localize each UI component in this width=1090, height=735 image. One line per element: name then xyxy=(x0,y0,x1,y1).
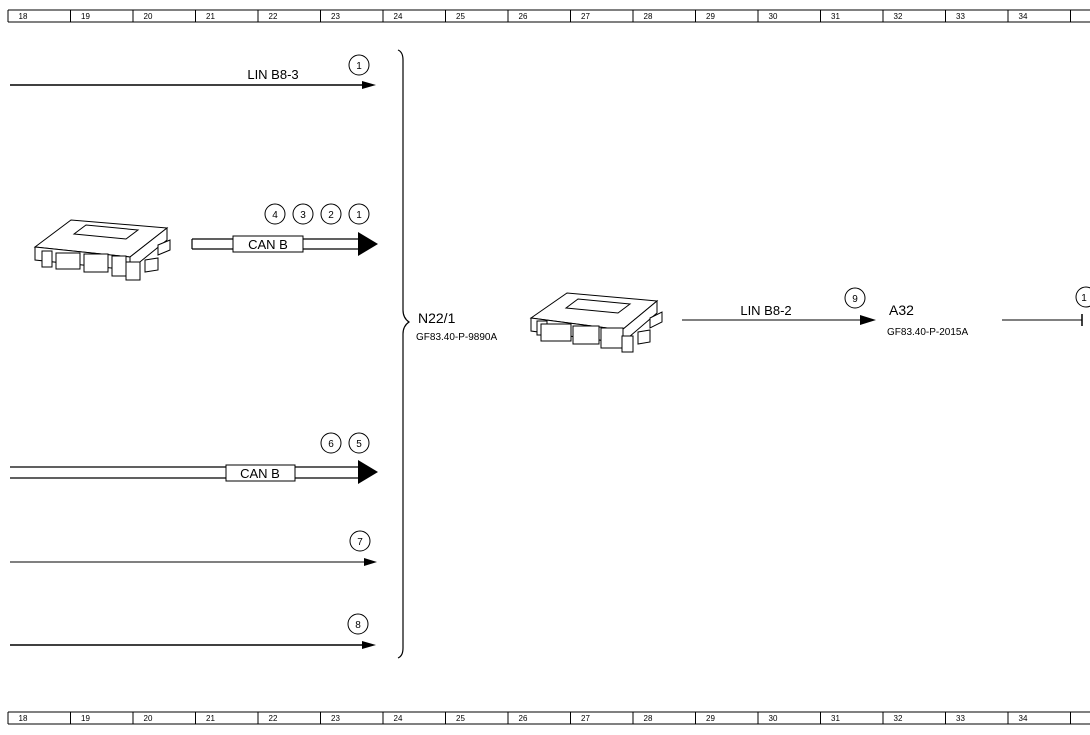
lin-b8-2-label: LIN B8-2 xyxy=(740,303,791,318)
marker-6: 6 xyxy=(328,439,334,450)
marker-edge: 1 xyxy=(1081,293,1087,304)
marker-circle xyxy=(1075,286,1090,308)
marker-circle xyxy=(348,203,370,225)
grouping-brace xyxy=(397,49,411,659)
control-module-left xyxy=(33,219,171,281)
bottom-ruler-column-label: 19 xyxy=(81,714,90,723)
bottom-ruler-column-label: 32 xyxy=(894,714,903,723)
line-8: 8 xyxy=(10,613,376,649)
marker-circle xyxy=(347,613,369,635)
bottom-ruler-column-label: 21 xyxy=(206,714,215,723)
can-b-lower-bus: CAN B 6 5 xyxy=(10,432,378,484)
edge-line: 1 xyxy=(1002,286,1090,326)
bottom-ruler-column-label: 30 xyxy=(769,714,778,723)
can-b-lower-box xyxy=(225,464,296,482)
top-ruler-column-label: 18 xyxy=(19,12,28,21)
bottom-ruler-column-label: 22 xyxy=(269,714,278,723)
top-ruler-column-label: 24 xyxy=(394,12,403,21)
line-7: 7 xyxy=(10,530,377,566)
bottom-ruler-column-label: 27 xyxy=(581,714,590,723)
marker-7: 7 xyxy=(357,537,363,548)
marker-circle xyxy=(320,203,342,225)
bottom-ruler-column-label: 18 xyxy=(19,714,28,723)
marker-circle xyxy=(349,530,371,552)
n22-1-id: N22/1 xyxy=(418,310,456,326)
marker-3: 3 xyxy=(300,210,306,221)
marker-8: 8 xyxy=(355,620,361,631)
can-b-upper-bus: CAN B 4 3 2 1 xyxy=(191,203,378,256)
marker-1-can: 1 xyxy=(356,210,362,221)
top-ruler-column-label: 25 xyxy=(456,12,465,21)
bottom-ruler-column-label: 26 xyxy=(519,714,528,723)
top-ruler-column-label: 22 xyxy=(269,12,278,21)
marker-5: 5 xyxy=(356,439,362,450)
top-ruler-column-label: 29 xyxy=(706,12,715,21)
bottom-ruler: 18 19 20 21 22 23 24 25 26 27 28 29 30 31 32 33 34 xyxy=(7,711,1090,725)
bottom-ruler-column-label: 28 xyxy=(644,714,653,723)
marker-circle xyxy=(320,432,342,454)
top-ruler-column-label: 31 xyxy=(831,12,840,21)
top-ruler-column-label: 32 xyxy=(894,12,903,21)
top-ruler-column-label: 33 xyxy=(956,12,965,21)
lin-b8-2-line: LIN B8-2 9 xyxy=(682,287,876,325)
marker-circle xyxy=(264,203,286,225)
top-ruler-column-label: 30 xyxy=(769,12,778,21)
marker-1-top: 1 xyxy=(356,61,362,72)
marker-circle xyxy=(348,54,370,76)
top-ruler: 18 19 20 21 22 23 24 25 26 27 28 29 30 31 32 33 34 xyxy=(7,9,1090,23)
marker-circle xyxy=(348,432,370,454)
bottom-ruler-column-label: 33 xyxy=(956,714,965,723)
bottom-ruler-column-label: 23 xyxy=(331,714,340,723)
bottom-ruler-column-label: 29 xyxy=(706,714,715,723)
can-b-upper-label: CAN B xyxy=(248,237,288,252)
lin-b8-3-label: LIN B8-3 xyxy=(247,67,298,82)
bottom-ruler-column-label: 34 xyxy=(1019,714,1028,723)
top-ruler-column-label: 20 xyxy=(144,12,153,21)
top-ruler-column-label: 27 xyxy=(581,12,590,21)
top-ruler-column-label: 28 xyxy=(644,12,653,21)
a32-id: A32 xyxy=(889,302,914,318)
control-module-center xyxy=(529,292,663,353)
top-ruler-column-label: 26 xyxy=(519,12,528,21)
top-ruler-column-label: 19 xyxy=(81,12,90,21)
marker-9: 9 xyxy=(852,294,858,305)
lin-b8-3-line: LIN B8-3 1 xyxy=(10,54,376,89)
bottom-ruler-column-label: 24 xyxy=(394,714,403,723)
marker-circle xyxy=(844,287,866,309)
a32-ref: GF83.40-P-2015A xyxy=(887,327,968,338)
top-ruler-column-label: 34 xyxy=(1019,12,1028,21)
can-b-upper-box xyxy=(232,235,304,253)
bottom-ruler-column-label: 31 xyxy=(831,714,840,723)
can-b-lower-label: CAN B xyxy=(240,466,280,481)
top-ruler-column-label: 23 xyxy=(331,12,340,21)
bottom-ruler-column-label: 25 xyxy=(456,714,465,723)
top-ruler-column-label: 21 xyxy=(206,12,215,21)
bottom-ruler-column-label: 20 xyxy=(144,714,153,723)
n22-1-ref: GF83.40-P-9890A xyxy=(416,332,497,343)
marker-2: 2 xyxy=(328,210,334,221)
marker-circle xyxy=(292,203,314,225)
marker-4: 4 xyxy=(272,210,278,221)
